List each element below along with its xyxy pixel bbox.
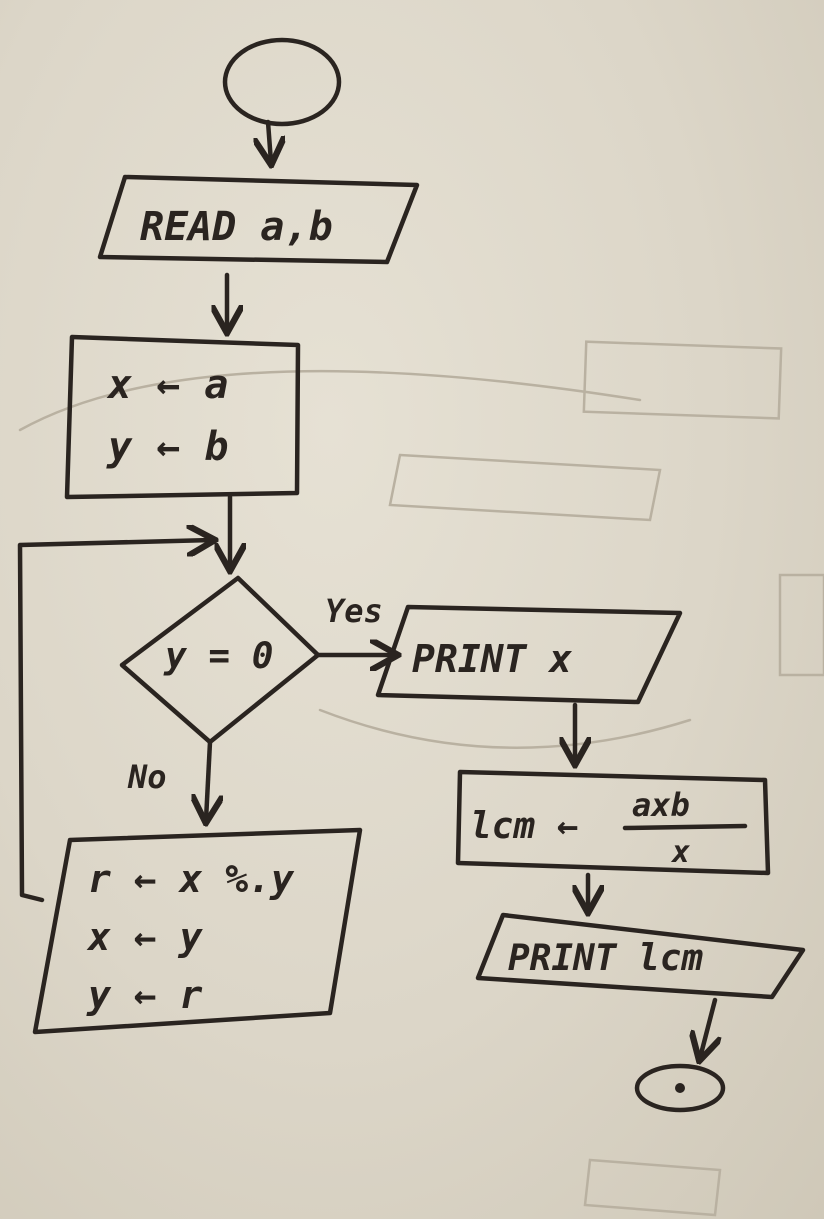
print-lcm-text: PRINT lcm	[508, 938, 703, 979]
start-terminal	[222, 37, 342, 127]
loop-y-text: y ← r	[86, 973, 203, 1017]
lcm-denominator-text: x	[670, 835, 690, 870]
loop-back-arrow	[17, 540, 212, 903]
print-x-text: PRINT x	[412, 637, 572, 681]
end-terminal-dot	[675, 1083, 685, 1093]
no-label: No	[127, 758, 167, 796]
loop-x-text: x ← y	[86, 915, 204, 959]
end-terminal	[634, 1063, 726, 1113]
read-input-shape	[97, 174, 420, 265]
yes-label: Yes	[325, 592, 383, 630]
loop-r-text: r ← x %.y	[88, 857, 295, 901]
lcm-process-box	[455, 769, 771, 876]
no-arrow	[206, 739, 210, 820]
print-lcm-to-end-arrow	[700, 997, 715, 1058]
lcm-numerator-text: axb	[632, 786, 690, 824]
lcm-lhs-text: lcm ←	[470, 806, 578, 847]
print-lcm-shape	[475, 912, 806, 1000]
init-y-text: y ← b	[106, 424, 228, 470]
loop-process-box	[32, 827, 363, 1035]
init-process-box	[64, 334, 301, 500]
init-x-text: x ← a	[106, 362, 228, 408]
lcm-fraction-bar	[622, 823, 748, 831]
decision-text: y = 0	[163, 636, 273, 677]
read-input-text: READ a,b	[140, 204, 333, 250]
start-arrow	[268, 119, 271, 162]
print-x-shape	[375, 604, 683, 705]
bleed-through-marks	[18, 340, 824, 1217]
